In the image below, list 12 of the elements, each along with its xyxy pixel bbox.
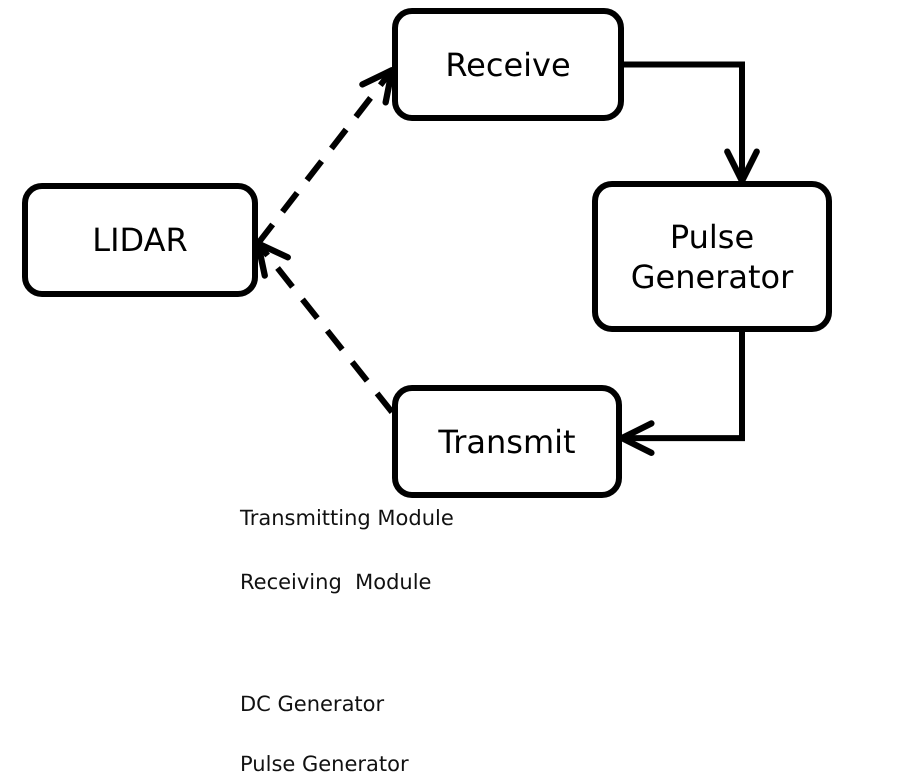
process-box: [22, 183, 258, 297]
box-label: Pulse Generator: [630, 216, 794, 296]
box-label: Transmit: [438, 422, 576, 462]
box-label: LIDAR: [92, 220, 188, 260]
note-text: Transmitting Module: [240, 506, 454, 530]
process-box: [392, 385, 622, 498]
note-text: Pulse Generator: [240, 752, 409, 776]
process-box: [592, 181, 832, 332]
process-box: [392, 8, 624, 121]
note-text: Receiving Module: [240, 570, 432, 594]
note-text: DC Generator: [240, 692, 384, 716]
box-label: Receive: [445, 44, 571, 84]
